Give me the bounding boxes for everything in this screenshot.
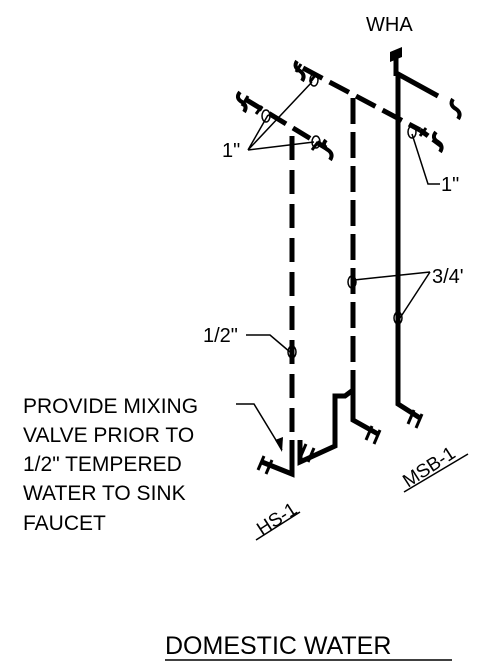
water-heater-label: WHA	[366, 14, 413, 36]
pipe-size-label-left-one-inch: 1"	[222, 140, 240, 162]
hs1-underline	[255, 511, 301, 541]
leader-half-inch	[246, 334, 291, 353]
water-heater-flag	[390, 47, 402, 62]
leader-left-one-inch	[247, 81, 315, 151]
note-line: VALVE PRIOR TO	[23, 424, 194, 447]
mixing-valve-note: PROVIDE MIXING VALVE PRIOR TO 1/2" TEMPE…	[23, 395, 198, 535]
fixture-tag-hs1: HS-1	[253, 499, 301, 540]
pipe-break-top-right	[449, 97, 462, 121]
pipe-break-front-right	[321, 138, 334, 162]
pipe-break-top-left	[293, 59, 306, 83]
leader-mixing-note	[236, 403, 283, 451]
note-line: WATER TO SINK	[23, 482, 186, 505]
pipe-size-label-half-inch: 1/2"	[203, 325, 238, 347]
fixture-connection-marks	[240, 63, 428, 475]
top-header-dashed	[301, 65, 422, 133]
note-line: FAUCET	[23, 512, 106, 535]
pipe-size-label-three-quarter: 3/4'	[432, 266, 464, 288]
msb1-underline	[403, 453, 469, 493]
pipe-break-front-left	[235, 90, 248, 114]
pipe-size-label-right-one-inch: 1"	[441, 174, 459, 196]
piping	[235, 47, 462, 478]
leader-mixing-arrow	[275, 437, 283, 452]
front-header-dashed	[243, 96, 328, 151]
left-riser-lower	[261, 440, 295, 478]
note-line: PROVIDE MIXING	[23, 395, 198, 418]
fixture-tag-msb1: MSB-1	[399, 443, 459, 492]
leader-right-one-inch	[411, 133, 440, 185]
diagram-title: DOMESTIC WATER	[165, 632, 391, 660]
note-line: 1/2" TEMPERED	[23, 453, 182, 476]
leader-lines	[165, 73, 469, 661]
leader-three-quarter	[353, 271, 431, 319]
